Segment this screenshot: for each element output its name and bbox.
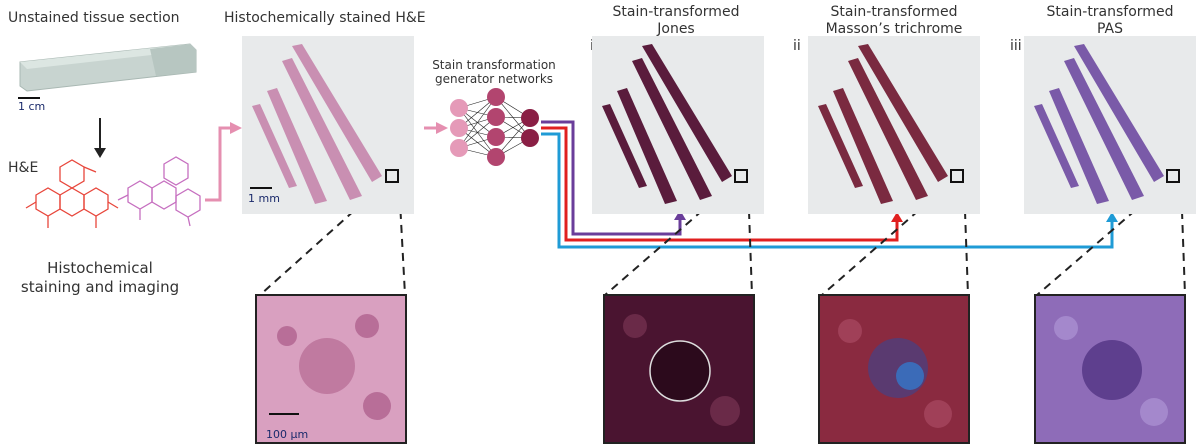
masson-title-line-1: Stain-transformed (808, 4, 980, 21)
he-zoom-box (385, 169, 399, 183)
he-whole-slide-image (242, 36, 414, 214)
flow-arrow-2 (424, 122, 448, 134)
input-node (450, 139, 468, 157)
he-label: H&E (8, 160, 38, 176)
pas-title-line-1: Stain-transformed (1024, 4, 1196, 21)
pas-title: Stain-transformed PAS (1024, 4, 1196, 38)
input-node (450, 99, 468, 117)
pas-zoom-box (1166, 169, 1180, 183)
hematoxylin-structure (26, 160, 118, 228)
caption-line-1: Histochemical (2, 259, 198, 278)
output-node (521, 109, 539, 127)
flow-arrow-1 (205, 122, 242, 200)
masson-zoom-image (818, 294, 970, 444)
he-panel-title: Histochemically stained H&E (224, 10, 426, 26)
he-zoom-image (255, 294, 407, 444)
index-ii: ii (793, 38, 801, 54)
he-zoom-scale-label: 100 µm (266, 428, 308, 441)
slide-scale-label: 1 cm (18, 100, 45, 113)
he-tissue-strips (242, 36, 414, 214)
input-node (450, 119, 468, 137)
hidden-node (487, 88, 505, 106)
hidden-node (487, 148, 505, 166)
network-label: Stain transformation generator networks (424, 58, 564, 86)
jones-title-line-1: Stain-transformed (590, 4, 762, 21)
network-label-line-2: generator networks (424, 72, 564, 86)
masson-title: Stain-transformed Masson’s trichrome (808, 4, 980, 38)
index-iii: iii (1010, 38, 1022, 54)
eosin-structure (118, 157, 200, 226)
glass-slide (20, 44, 196, 91)
jones-zoom-box (734, 169, 748, 183)
staining-caption: Histochemical staining and imaging (2, 259, 198, 297)
jones-title: Stain-transformed Jones (590, 4, 762, 38)
pas-whole-slide-image (1024, 36, 1196, 214)
he-scale-label: 1 mm (248, 192, 280, 205)
masson-whole-slide-image (808, 36, 980, 214)
down-arrow (94, 118, 106, 158)
masson-zoom-box (950, 169, 964, 183)
caption-line-2: staining and imaging (2, 278, 198, 297)
jones-whole-slide-image (592, 36, 764, 214)
jones-zoom-image (603, 294, 755, 444)
pas-zoom-image (1034, 294, 1186, 444)
network-label-line-1: Stain transformation (424, 58, 564, 72)
hidden-node (487, 128, 505, 146)
generator-network (450, 88, 539, 166)
output-node (521, 129, 539, 147)
hidden-node (487, 108, 505, 126)
